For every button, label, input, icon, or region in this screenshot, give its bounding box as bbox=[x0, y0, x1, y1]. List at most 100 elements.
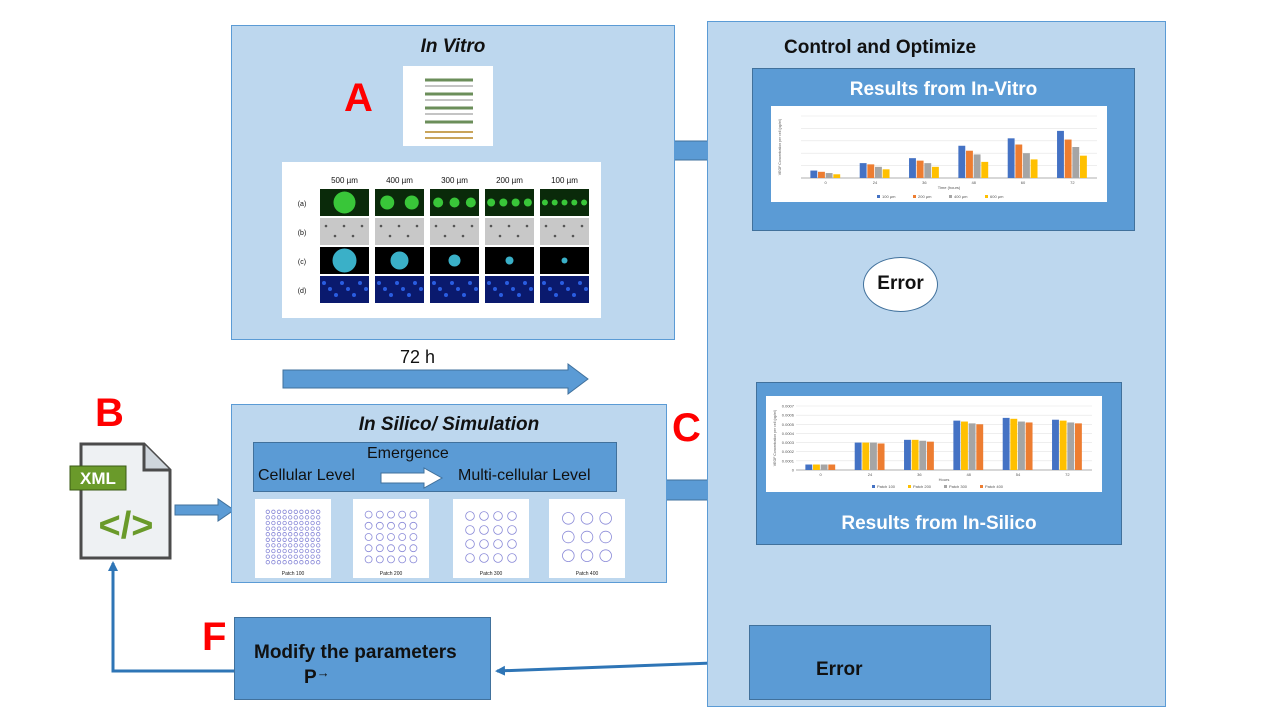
microscopy-cell bbox=[375, 276, 424, 303]
legend-label: Patch 400 bbox=[985, 484, 1004, 489]
microscopy-cell bbox=[430, 276, 479, 303]
microscopy-cell bbox=[430, 189, 479, 216]
bar bbox=[867, 164, 875, 178]
in-silico-title: In Silico/ Simulation bbox=[358, 414, 540, 435]
legend-label: 600 µm bbox=[990, 194, 1004, 199]
bar bbox=[1018, 421, 1025, 470]
x-axis-label: Hours bbox=[939, 477, 950, 482]
x-tick-label: 48 bbox=[966, 472, 971, 477]
x-tick-label: 60 bbox=[1021, 180, 1026, 185]
legend-swatch bbox=[949, 195, 952, 198]
simulation-patch: Patch 200 bbox=[353, 499, 429, 578]
results-silico-title: Results from In-Silico bbox=[841, 513, 1037, 534]
microscopy-cell bbox=[320, 189, 369, 216]
bar bbox=[1052, 419, 1059, 470]
line-error-to-modify bbox=[495, 660, 741, 676]
error-bottom-box: Error bbox=[749, 625, 991, 700]
bar bbox=[862, 442, 870, 470]
xml-label: XML bbox=[80, 469, 116, 488]
microscopy-size-label: 200 µm bbox=[496, 176, 523, 185]
bar bbox=[976, 424, 984, 470]
bar bbox=[931, 166, 939, 178]
label-b: B bbox=[95, 391, 124, 435]
y-tick-label: 0.0007 bbox=[782, 404, 795, 409]
microscopy-cell bbox=[375, 247, 424, 274]
bar bbox=[953, 420, 961, 470]
microscopy-cell bbox=[375, 218, 424, 245]
microscopy-size-label: 500 µm bbox=[331, 176, 358, 185]
x-tick-label: 48 bbox=[971, 180, 976, 185]
bar bbox=[1079, 155, 1087, 178]
bar bbox=[958, 145, 966, 178]
microscopy-cell bbox=[485, 189, 534, 216]
bar bbox=[870, 442, 877, 470]
arrow-xml-to-silico bbox=[174, 498, 235, 522]
patch-label: Patch 300 bbox=[480, 571, 503, 577]
microscopy-cell bbox=[540, 276, 589, 303]
bar bbox=[966, 150, 973, 178]
bar bbox=[828, 464, 836, 470]
bar bbox=[820, 464, 828, 470]
bar bbox=[1059, 420, 1067, 470]
bar bbox=[810, 170, 818, 178]
bar bbox=[924, 163, 932, 178]
param-p-label: P bbox=[304, 667, 317, 688]
microscopy-cell bbox=[485, 218, 534, 245]
bar bbox=[981, 161, 989, 178]
legend-label: 200 µm bbox=[918, 194, 932, 199]
line-modify-to-xml bbox=[108, 561, 234, 673]
y-tick-label: 0.0001 bbox=[782, 458, 795, 463]
legend-swatch bbox=[872, 485, 875, 488]
legend-label: Patch 100 bbox=[877, 484, 896, 489]
bar bbox=[833, 174, 841, 178]
results-vitro-title: Results from In-Vitro bbox=[849, 79, 1038, 100]
microscopy-size-label: 300 µm bbox=[441, 176, 468, 185]
microscopy-cell bbox=[540, 247, 589, 274]
y-tick-label: 0 bbox=[792, 468, 795, 473]
legend-swatch bbox=[985, 195, 988, 198]
simulation-patch: Patch 300 bbox=[453, 499, 529, 578]
label-f: F bbox=[202, 615, 227, 659]
microscopy-row-label: (c) bbox=[298, 259, 306, 266]
legend-label: Patch 200 bbox=[913, 484, 932, 489]
bar bbox=[859, 163, 867, 178]
in-vitro-title: In Vitro bbox=[420, 36, 486, 57]
legend-label: Patch 300 bbox=[949, 484, 968, 489]
microscopy-row-label: (a) bbox=[298, 201, 307, 208]
microscopy-cell bbox=[375, 189, 424, 216]
bar bbox=[904, 439, 911, 470]
error-top-label: Error bbox=[877, 273, 924, 294]
bar bbox=[1015, 144, 1023, 178]
bar bbox=[882, 169, 890, 178]
bar bbox=[1072, 147, 1080, 178]
microscopy-cell bbox=[540, 189, 589, 216]
bar bbox=[1010, 418, 1018, 470]
x-tick-label: 24 bbox=[868, 472, 873, 477]
microscopy-cell bbox=[320, 276, 369, 303]
x-tick-label: 72 bbox=[1070, 180, 1075, 185]
x-tick-label: 0 bbox=[820, 472, 823, 477]
patch-label: Patch 200 bbox=[380, 571, 403, 577]
bar bbox=[877, 443, 885, 470]
patch-label: Patch 100 bbox=[282, 571, 305, 577]
label-a: A bbox=[344, 76, 373, 120]
bar bbox=[1030, 159, 1038, 178]
microscopy-cell bbox=[540, 218, 589, 245]
bar bbox=[1074, 423, 1082, 470]
microscopy-size-label: 100 µm bbox=[551, 176, 578, 185]
modify-param-p: P→ bbox=[304, 665, 330, 689]
bar bbox=[926, 441, 934, 470]
cellular-level-label: Cellular Level bbox=[258, 467, 355, 484]
patch-label: Patch 400 bbox=[576, 571, 599, 577]
bar bbox=[1025, 422, 1033, 470]
legend-swatch bbox=[908, 485, 911, 488]
x-tick-label: 36 bbox=[922, 180, 927, 185]
bar bbox=[968, 423, 976, 470]
bar bbox=[854, 442, 862, 470]
microscopy-cell bbox=[485, 247, 534, 274]
y-axis-label: VEGF Concentration per cell (pg/ml) bbox=[773, 410, 777, 466]
modify-box: Modify the parameters P→ bbox=[234, 617, 491, 700]
emergence-label: Emergence bbox=[367, 445, 449, 462]
